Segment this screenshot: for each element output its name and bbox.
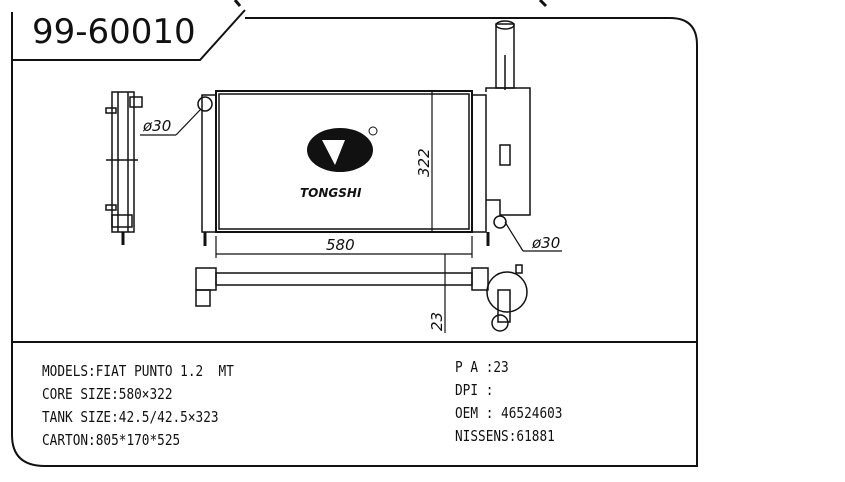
spec-tank-size: TANK SIZE:42.5/42.5×323 xyxy=(42,408,219,426)
spec-pa: P A :23 xyxy=(455,358,509,376)
spec-dpi: DPI : xyxy=(455,381,494,399)
spec-models: MODELS:FIAT PUNTO 1.2 MT xyxy=(42,362,234,380)
spec-carton: CARTON:805*170*525 xyxy=(42,431,181,449)
front-view xyxy=(197,20,531,246)
bottom-view xyxy=(195,264,528,332)
dimension-lines xyxy=(140,91,562,333)
spec-nissens: NISSENS:61881 xyxy=(455,427,555,445)
spec-oem: OEM : 46524603 xyxy=(455,404,563,422)
title-tab xyxy=(11,9,246,61)
frame-border xyxy=(11,17,698,467)
side-view xyxy=(105,91,143,245)
outlet-diameter: ø30 xyxy=(532,234,561,252)
width-dimension: 580 xyxy=(326,236,355,254)
inlet-diameter: ø30 xyxy=(143,117,172,135)
spec-core-size: CORE SIZE:580×322 xyxy=(42,385,173,403)
part-number: 99-60010 xyxy=(32,12,196,52)
thickness-dimension: 23 xyxy=(428,311,446,331)
height-dimension: 322 xyxy=(415,148,433,177)
brand-name: TONGSHI xyxy=(300,186,362,200)
